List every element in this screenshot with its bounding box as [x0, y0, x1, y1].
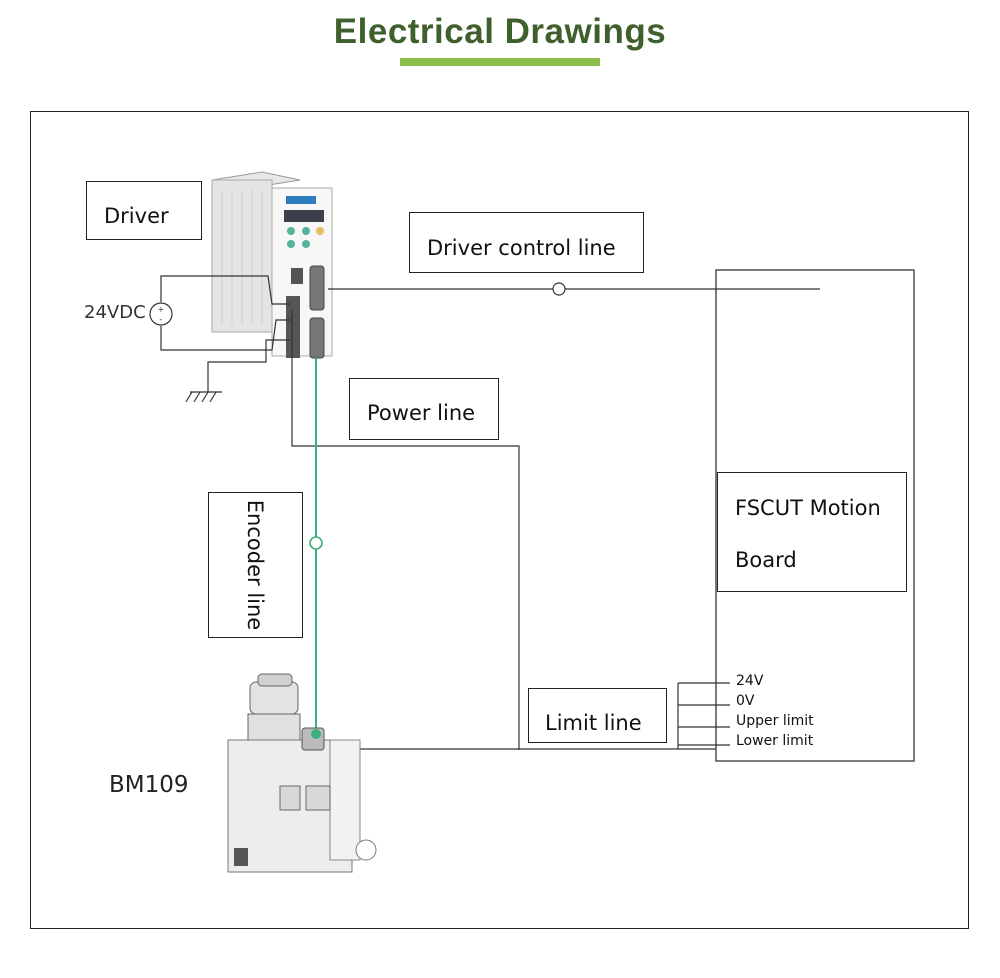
servo-driver-unit	[211, 171, 333, 359]
signal-upper-limit: Upper limit	[736, 713, 814, 729]
power-line-wire	[291, 310, 520, 750]
limit-line-box	[528, 688, 667, 743]
motion-board-box	[717, 472, 907, 592]
signal-0v: 0V	[736, 693, 755, 709]
svg-text:+: +	[158, 305, 165, 314]
motion-board-label-line2: Board	[735, 548, 797, 572]
svg-text:-: -	[160, 315, 163, 324]
power-supply-loop	[149, 275, 290, 351]
driver-control-line-box	[409, 212, 644, 273]
motion-board-label-line1: FSCUT Motion	[735, 496, 881, 520]
power-line-label: Power line	[367, 401, 476, 425]
control-line-marker	[552, 282, 566, 296]
signal-lower-limit: Lower limit	[736, 733, 814, 749]
motion-board-outline	[715, 269, 915, 762]
encoder-line-marker	[309, 536, 323, 550]
ground-symbol	[185, 339, 290, 403]
diagram-frame	[30, 111, 969, 929]
head-model-label: BM109	[109, 772, 189, 798]
encoder-line-box	[208, 492, 303, 638]
power-line-box	[349, 378, 499, 440]
dc-source-symbol	[149, 302, 173, 326]
driver-label-box	[86, 181, 202, 240]
driver-control-line-label: Driver control line	[427, 236, 616, 260]
signal-bracket	[677, 682, 730, 749]
signal-24v: 24V	[736, 673, 764, 689]
driver-label: Driver	[104, 204, 169, 228]
encoder-line-label: Encoder line	[243, 499, 267, 631]
supply-voltage-label: 24VDC	[84, 302, 146, 323]
cutting-head-unit	[227, 673, 377, 873]
limit-line-label: Limit line	[545, 711, 642, 735]
title-underline	[400, 58, 600, 66]
page-title: Electrical Drawings	[333, 12, 667, 51]
